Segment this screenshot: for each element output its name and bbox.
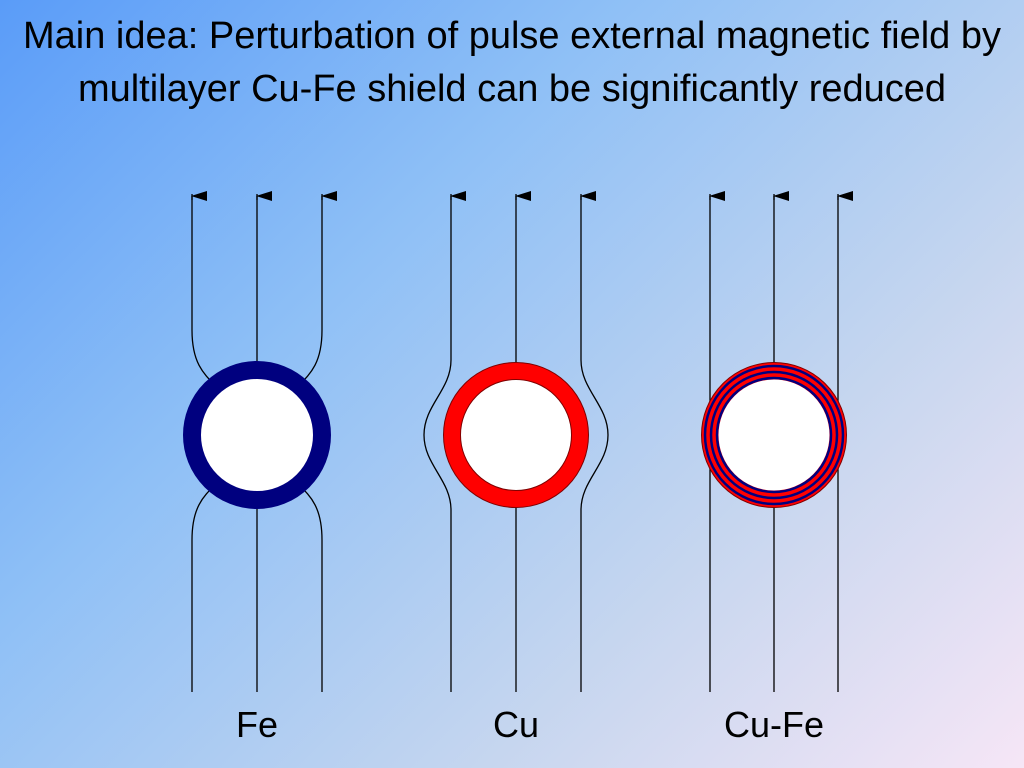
field-line xyxy=(191,194,219,389)
field-line xyxy=(191,481,219,692)
fe-shield-ring xyxy=(183,361,331,509)
cufe-fe-layer-middle xyxy=(709,370,839,500)
cufe-fe-layer-outer xyxy=(703,364,845,506)
slide-title: Main idea: Perturbation of pulse externa… xyxy=(23,15,1001,110)
fe-shield-group xyxy=(183,191,337,692)
cu-shield-inner-outline xyxy=(460,379,572,491)
cu-shield-group xyxy=(423,191,609,692)
cufe-shield-outline xyxy=(701,362,847,508)
field-line xyxy=(580,194,609,692)
fe-label: Fe xyxy=(235,704,278,745)
cufe-fe-layer-inner xyxy=(715,376,833,494)
cu-shield-outline xyxy=(443,362,589,508)
cu-shield-ring xyxy=(443,362,589,508)
field-line xyxy=(295,481,323,692)
cufe-label: Cu-Fe xyxy=(723,704,825,745)
cufe-shield-group xyxy=(701,191,853,692)
field-line xyxy=(423,194,452,692)
field-line xyxy=(295,194,323,389)
cu-label: Cu xyxy=(492,704,540,745)
